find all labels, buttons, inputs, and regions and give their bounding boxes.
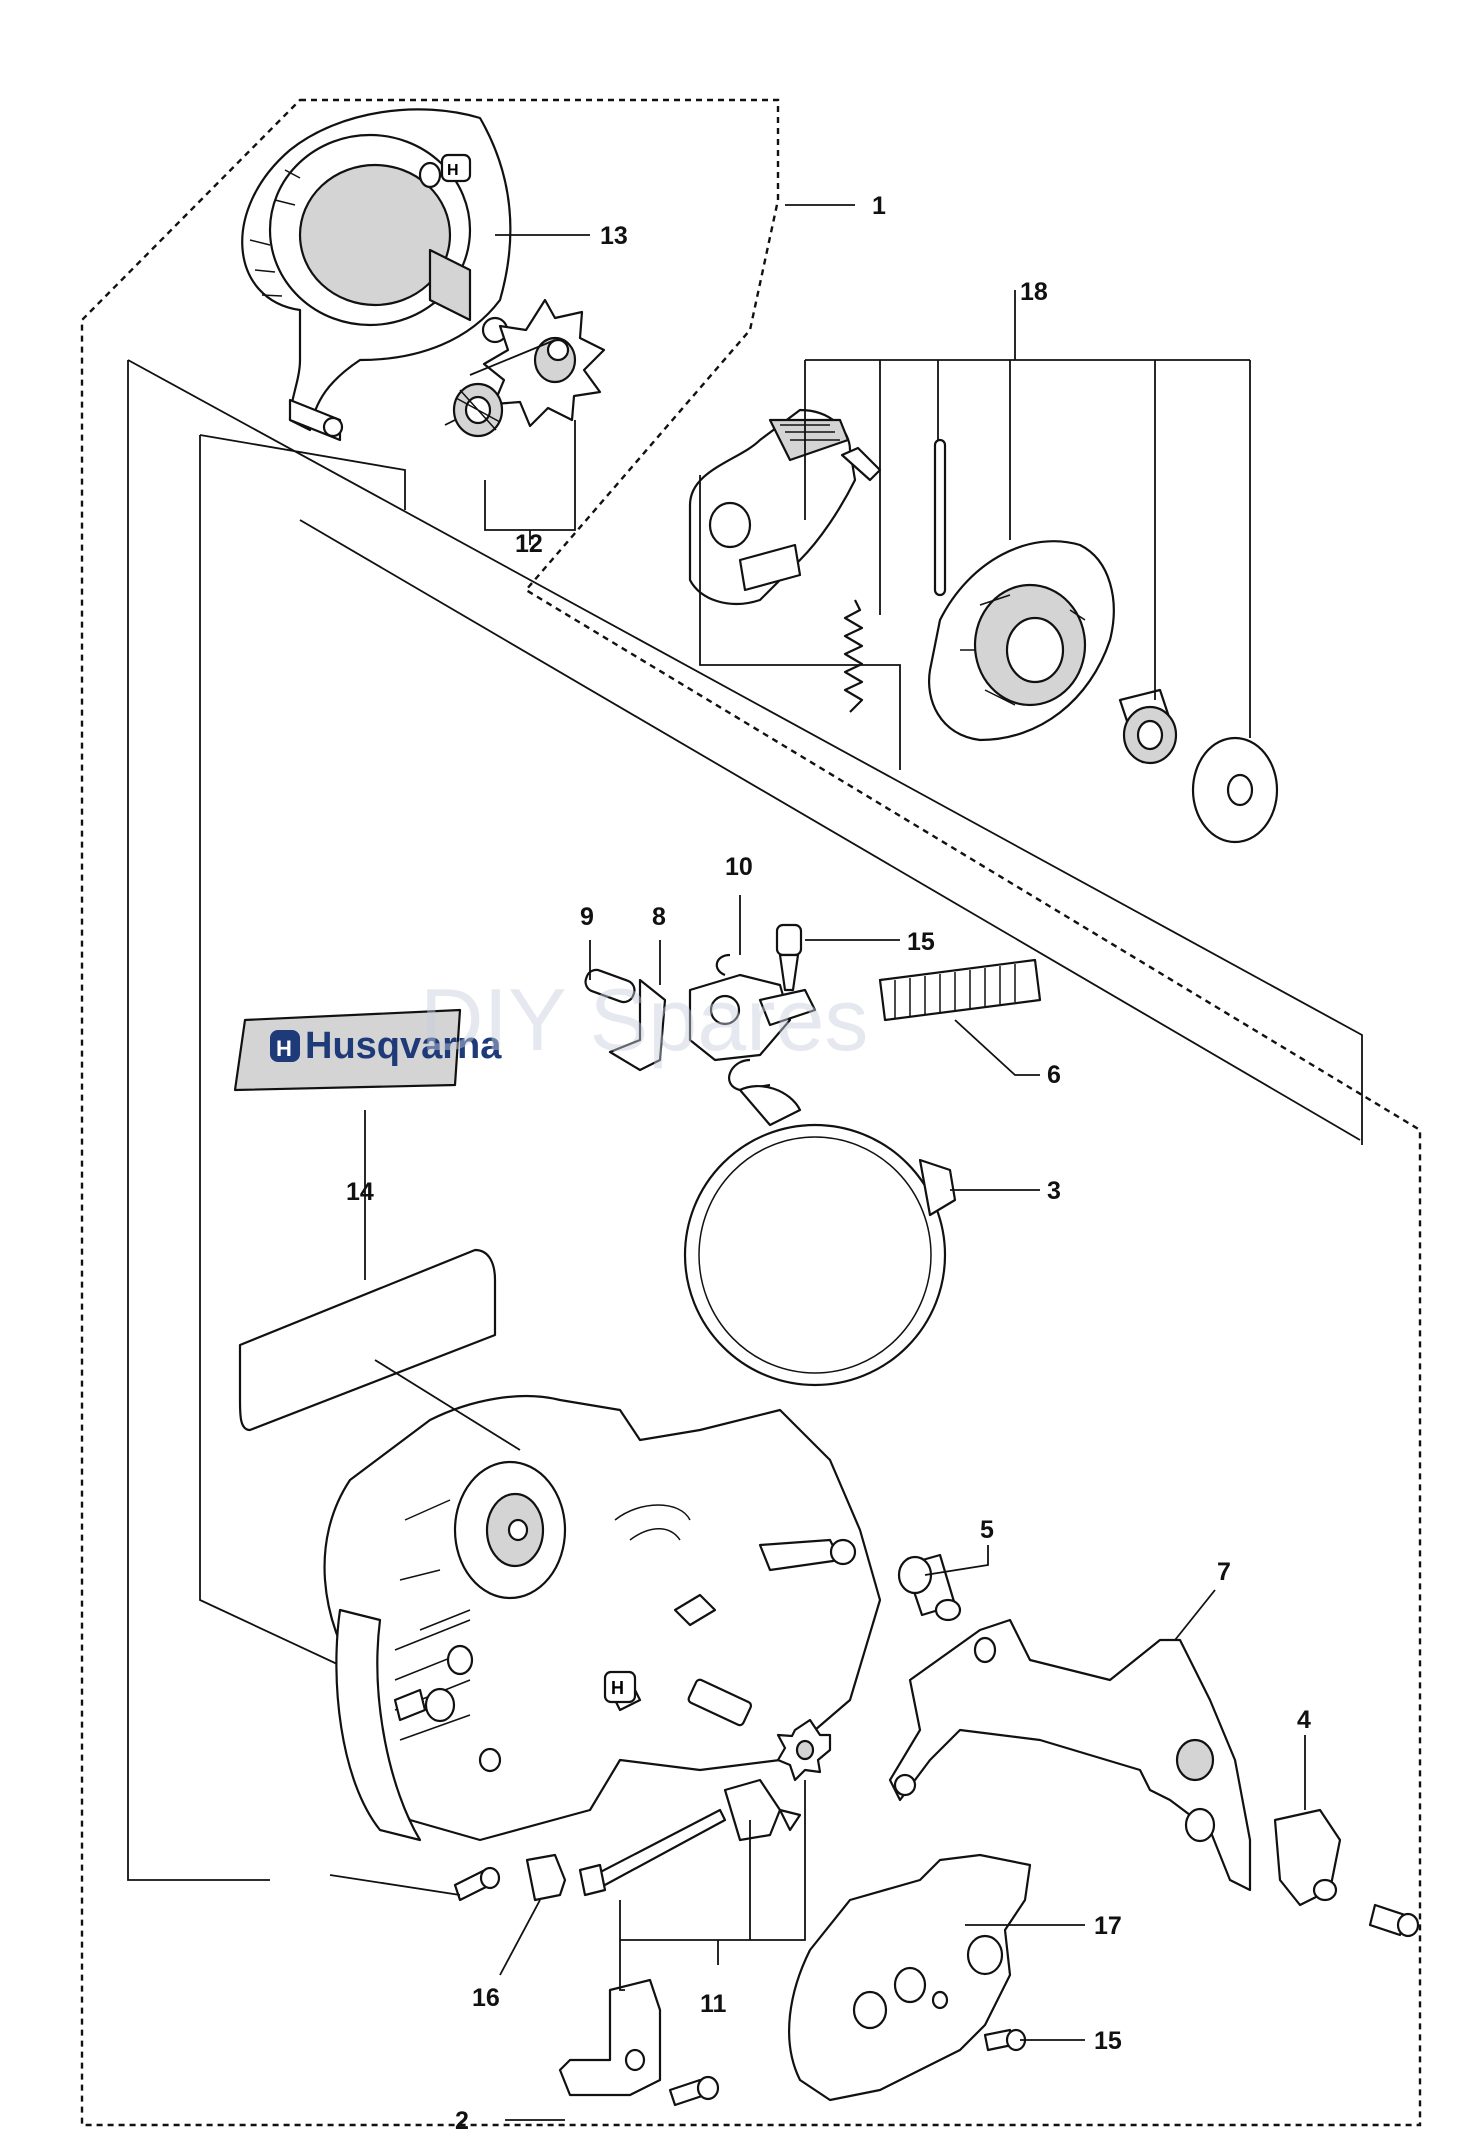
label-6: 6 xyxy=(1047,1061,1061,1089)
main-housing: H xyxy=(323,1394,882,1842)
label-16: 16 xyxy=(472,1984,500,2012)
part-16-nut xyxy=(525,1853,567,1902)
leader-lines xyxy=(329,204,1306,2121)
label-10: 10 xyxy=(725,853,753,881)
label-14: 14 xyxy=(346,1178,374,1206)
label-5: 5 xyxy=(980,1516,994,1544)
svg-text:H: H xyxy=(611,1678,624,1698)
label-2: 2 xyxy=(455,2107,469,2135)
part-12-gears xyxy=(444,298,606,438)
part-5-sleeve xyxy=(897,1553,962,1622)
husqvarna-logo-text: Husqvarna xyxy=(305,1025,502,1067)
assembly-outlines xyxy=(80,98,1422,2127)
label-7: 7 xyxy=(1217,1558,1231,1586)
part-2-tensioner xyxy=(558,1978,707,2107)
svg-text:H: H xyxy=(276,1036,292,1061)
label-15-bottom: 15 xyxy=(1094,2027,1122,2055)
label-4: 4 xyxy=(1297,1706,1311,1734)
frame-lines xyxy=(127,359,1363,1881)
part-6-spring xyxy=(878,958,1042,1022)
part-18-brake-assembly xyxy=(688,290,1279,844)
part-14-decal: H Husqvarna xyxy=(233,1008,502,1432)
label-3: 3 xyxy=(1047,1177,1061,1205)
part-7-guide-plate xyxy=(888,1618,1252,1892)
label-17: 17 xyxy=(1094,1912,1122,1940)
label-12: 12 xyxy=(515,530,543,558)
label-8: 8 xyxy=(652,903,666,931)
part-4-bracket xyxy=(1273,1808,1407,1937)
label-15-top: 15 xyxy=(907,928,935,956)
part-17-side-plate xyxy=(788,1853,1032,2102)
label-11: 11 xyxy=(700,1990,727,2018)
label-18: 18 xyxy=(1020,278,1048,306)
svg-text:H: H xyxy=(447,162,459,179)
watermark: DIY Spares xyxy=(420,970,868,1069)
part-labels: 1 13 18 12 10 9 8 15 6 14 3 5 7 4 17 11 … xyxy=(346,192,1311,2135)
label-13: 13 xyxy=(600,222,628,250)
lever-mechanism xyxy=(584,923,817,1092)
screws xyxy=(453,1866,1420,2101)
part-3-brake-band xyxy=(683,1085,957,1387)
label-9: 9 xyxy=(580,903,594,931)
part-11-shaft xyxy=(578,1718,832,1897)
part-13-cover: H xyxy=(241,108,512,442)
label-1: 1 xyxy=(872,192,886,220)
